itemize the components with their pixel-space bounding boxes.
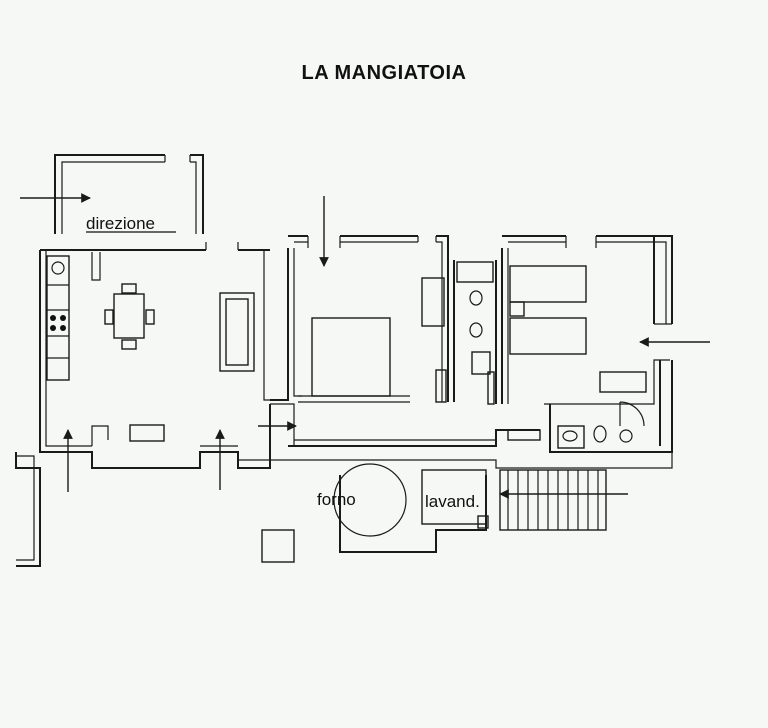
corridor [237, 360, 673, 469]
office-label: direzione [86, 214, 155, 233]
oven-label: forno [317, 490, 356, 509]
sofa [219, 292, 255, 372]
wardrobe-1 [421, 277, 445, 327]
dining-room [39, 242, 271, 469]
outdoor-block [261, 529, 295, 563]
laundry-room [421, 469, 487, 525]
outer-wall-left [15, 452, 41, 567]
sideboard [129, 424, 165, 442]
staircase [499, 469, 607, 531]
plan-title: LA MANGIATOIA [301, 62, 467, 84]
double-bed [298, 317, 410, 403]
bedroom-1 [270, 235, 449, 402]
cabinet-1 [435, 369, 447, 403]
office-room [54, 154, 204, 234]
bathroom-1 [453, 260, 497, 405]
dining-table [104, 283, 155, 350]
laundry-label: lavand. [425, 492, 480, 511]
bedroom-2 [501, 235, 673, 405]
kitchen-counter [46, 255, 70, 381]
